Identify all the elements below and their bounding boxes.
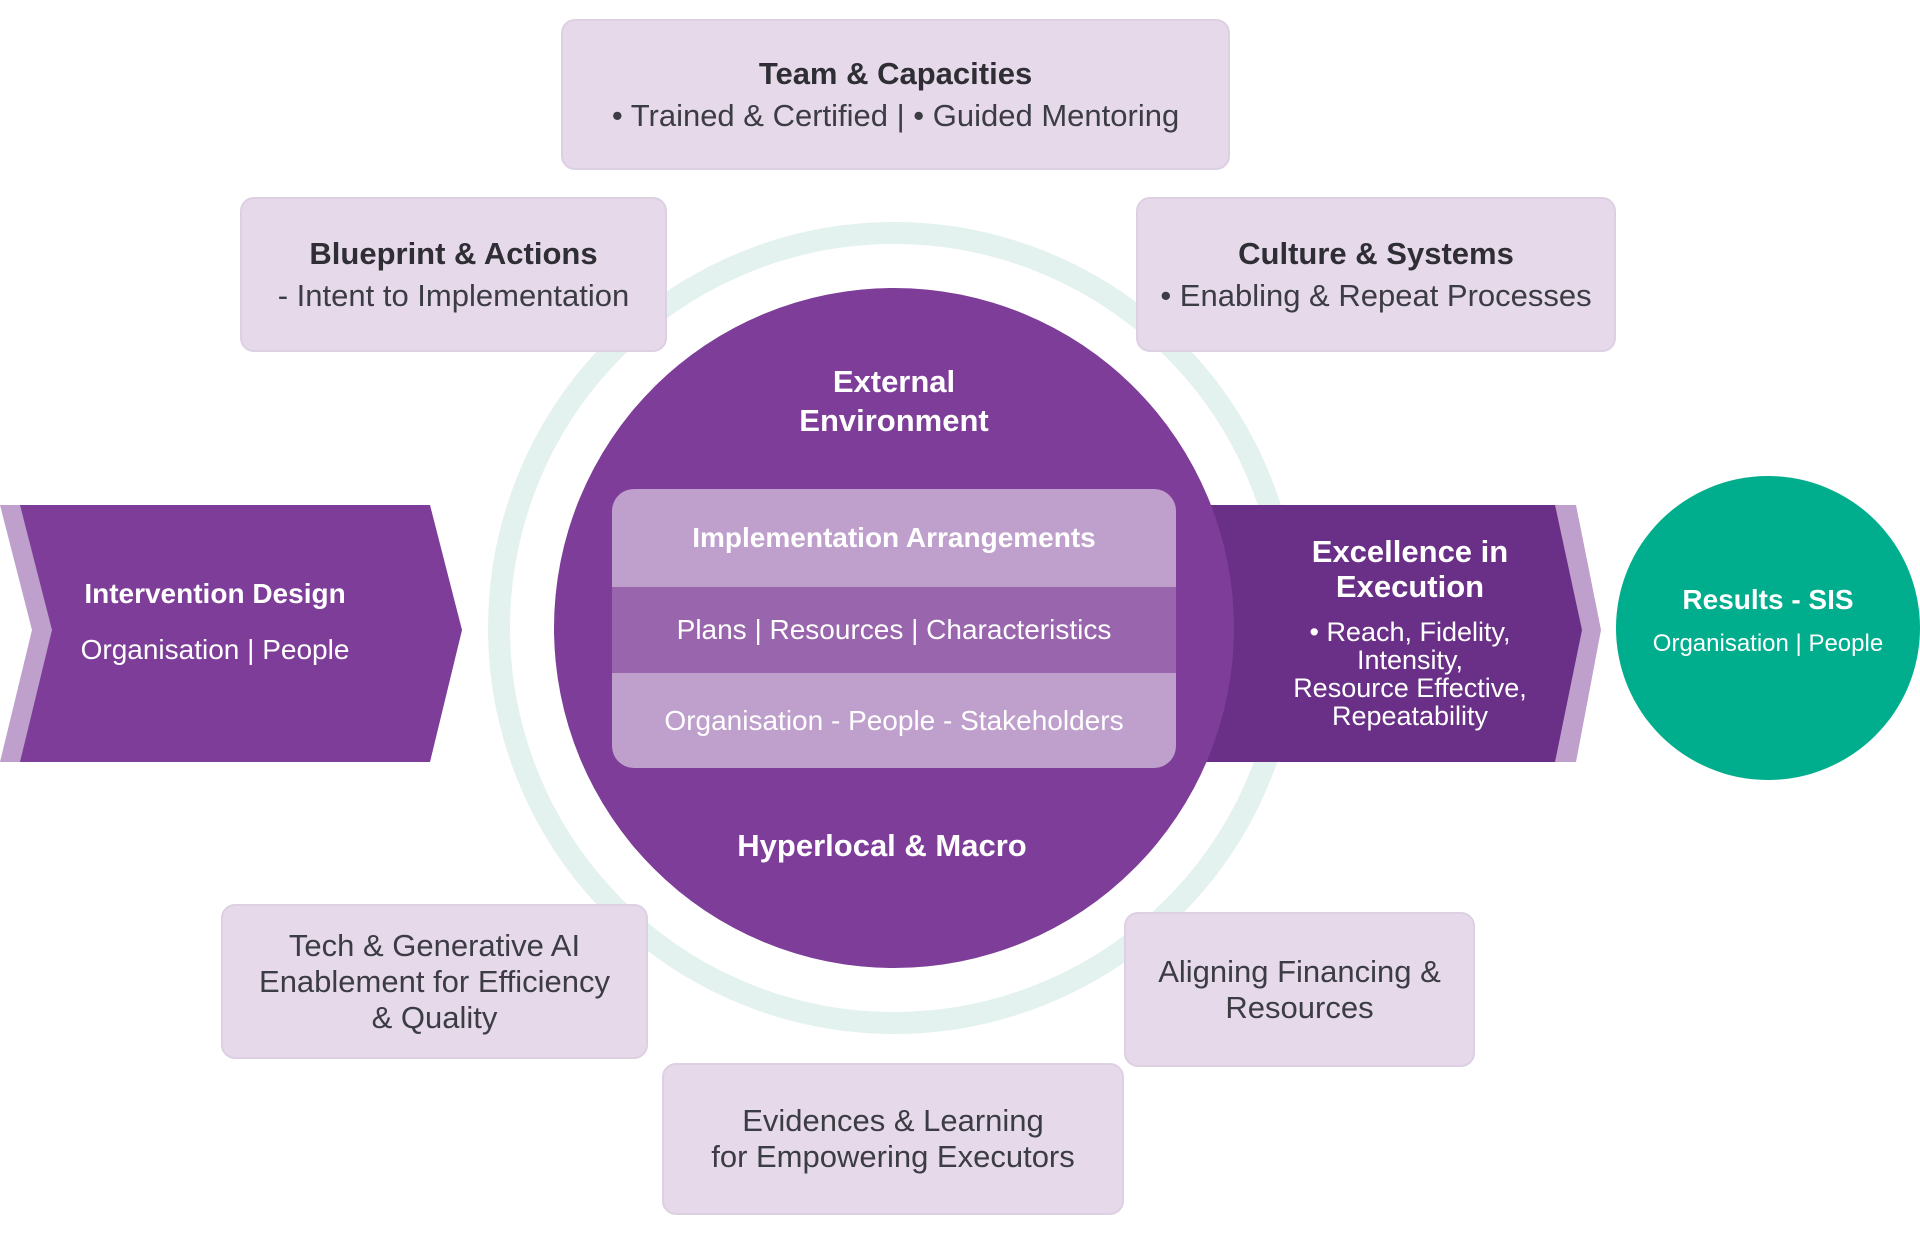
tech-genai-box: Tech & Generative AI Enablement for Effi…: [221, 904, 648, 1059]
results-title: Results - SIS: [1682, 584, 1854, 615]
culture-systems-box: Culture & Systems • Enabling & Repeat Pr…: [1136, 197, 1616, 352]
hyperlocal-macro-label: Hyperlocal & Macro: [737, 828, 1027, 863]
team-capacities-subtitle: • Trained & Certified | • Guided Mentori…: [611, 97, 1180, 133]
intervention-design-title: Intervention Design: [84, 578, 346, 609]
external-environment-label: External Environment: [799, 364, 989, 438]
intervention-design-arrow: [0, 505, 462, 762]
plans-resources-row: Plans | Resources | Characteristics: [612, 587, 1176, 673]
blueprint-actions-subtitle: - Intent to Implementation: [277, 277, 630, 313]
intervention-design-subtitle: Organisation | People: [80, 634, 350, 665]
implementation-arrangements-row: Implementation Arrangements: [612, 489, 1176, 587]
organisation-people-row: Organisation - People - Stakeholders: [612, 673, 1176, 768]
team-capacities-box: Team & Capacities • Trained & Certified …: [561, 19, 1230, 170]
aligning-financing-box: Aligning Financing & Resources: [1124, 912, 1475, 1067]
results-subtitle: Organisation | People: [1652, 630, 1884, 657]
evidences-learning-box: Evidences & Learning for Empowering Exec…: [662, 1063, 1124, 1215]
blueprint-actions-box: Blueprint & Actions - Intent to Implemen…: [240, 197, 667, 352]
evidences-learning-text: Evidences & Learning for Empowering Exec…: [711, 1103, 1075, 1174]
culture-systems-title: Culture & Systems: [1238, 235, 1514, 271]
blueprint-actions-title: Blueprint & Actions: [309, 235, 598, 271]
culture-systems-subtitle: • Enabling & Repeat Processes: [1160, 277, 1592, 313]
tech-genai-text: Tech & Generative AI Enablement for Effi…: [259, 927, 610, 1035]
excellence-execution-title: Excellence in Execution: [1311, 534, 1509, 604]
team-capacities-title: Team & Capacities: [758, 55, 1033, 91]
excellence-execution-body: • Reach, Fidelity, Intensity, Resource E…: [1293, 617, 1527, 731]
excellence-execution-arrow: [1195, 505, 1601, 762]
aligning-financing-text: Aligning Financing & Resources: [1158, 953, 1441, 1025]
